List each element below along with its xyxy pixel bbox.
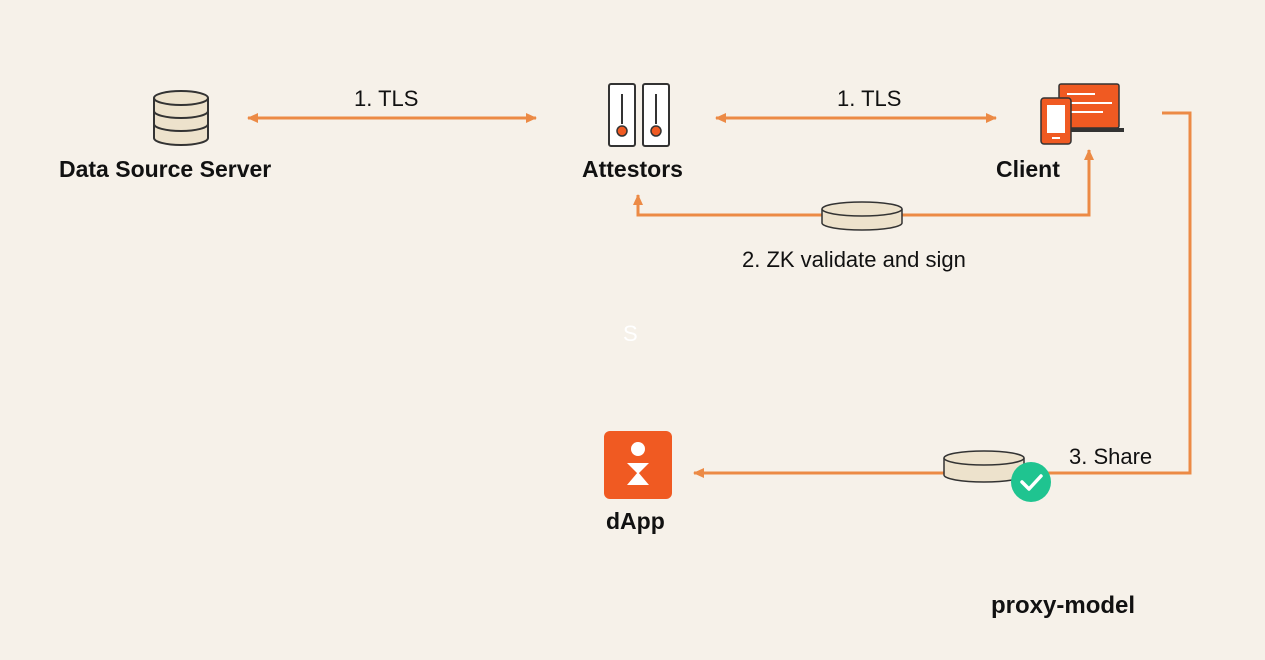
verified-token-icon [943,450,1025,483]
stray-letter: S [623,321,638,346]
zk-validate-label: 2. ZK validate and sign [742,247,966,272]
data-source-server-label: Data Source Server [59,156,272,182]
model-caption: proxy-model [991,592,1136,619]
dapp-label: dApp [606,508,665,534]
tls-left-label: 1. TLS [354,86,419,111]
client-label: Client [996,156,1060,182]
attestors-label: Attestors [582,156,683,182]
share-arrow [693,111,1192,478]
devices-icon [1040,83,1124,145]
tls-right-label: 1. TLS [837,86,902,111]
server-rack-icon [608,83,670,147]
check-icon [1011,462,1051,502]
dapp-logo-icon [604,431,672,499]
share-label: 3. Share [1069,444,1153,469]
proof-token-icon [821,201,903,231]
database-icon [153,90,209,146]
